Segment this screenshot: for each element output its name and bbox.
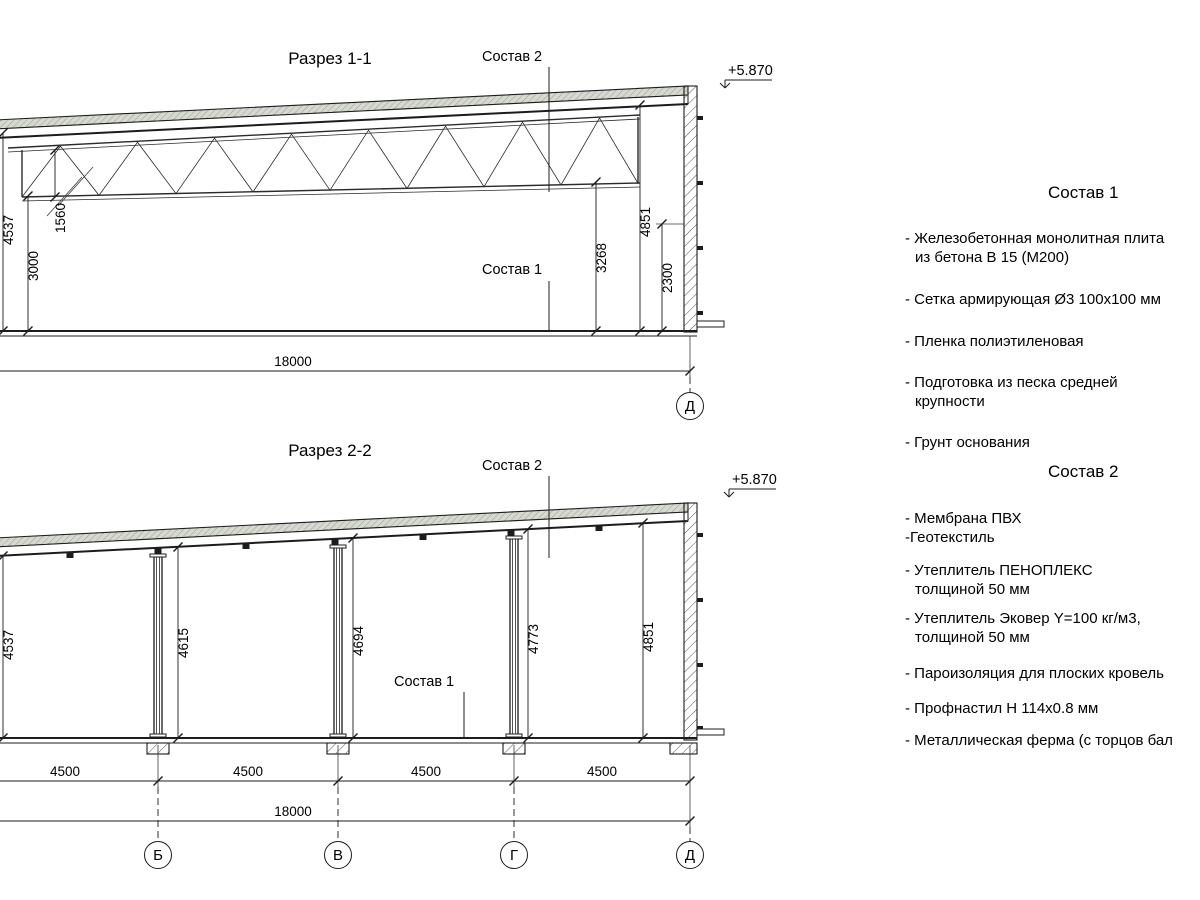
dim-18000-label: 18000: [274, 804, 312, 819]
legend2-item-5: - Пароизоляция для плоских кровель: [905, 665, 1164, 682]
legend2-item-4: - Утеплитель Эковер Y=100 кг/м3, толщино…: [905, 610, 1141, 646]
axis-v-label: В: [333, 847, 343, 864]
dim-4851-label: 4851: [641, 622, 656, 652]
wall-girt: [697, 116, 703, 120]
callout-sostav1-label: Состав 1: [394, 674, 454, 690]
legend2-item-7: - Металлическая ферма (с торцов бал: [905, 732, 1173, 749]
legend-sostav-2: Состав 2 - Мембрана ПВХ -Геотекстиль - У…: [905, 462, 1200, 750]
dim-3268-label: 3268: [594, 243, 609, 273]
dim-4500-label: 4500: [233, 764, 263, 779]
axis-g-label: Г: [510, 847, 518, 864]
wall-girt: [697, 311, 703, 315]
legend1-item-1: - Железобетонная монолитная плита из бет…: [905, 230, 1165, 266]
wall-girt: [697, 246, 703, 250]
wall-girt: [697, 181, 703, 185]
section2-footings: [146, 742, 698, 755]
wall-girt: [697, 598, 703, 602]
section2-purlins: [66, 525, 603, 558]
column-axis-v: [329, 544, 347, 738]
dim-3000-label: 3000: [26, 251, 41, 281]
section2-title: Разрез 2-2: [288, 441, 371, 460]
legend1-item-3: - Пленка полиэтиленовая: [905, 333, 1084, 350]
dim-1560-label: 1560: [53, 203, 68, 233]
callout-sostav2-label: Состав 2: [482, 49, 542, 65]
axis-d-label: Д: [685, 847, 695, 864]
dim-4694-label: 4694: [351, 625, 366, 656]
dim-4537-label: 4537: [1, 630, 16, 660]
wall-base-flashing: [696, 320, 725, 328]
legend2-title: Состав 2: [1048, 462, 1119, 481]
column-axis-g: [505, 535, 523, 738]
section1-roof-slab: [0, 85, 689, 139]
section1-elevation-mark: +5.870: [719, 63, 773, 89]
wall-girt: [697, 533, 703, 537]
column-axis-b: [149, 553, 167, 738]
dim-2300-label: 2300: [660, 263, 675, 293]
section2-callouts: Состав 2 Состав 1: [394, 458, 550, 737]
elevation-label: +5.870: [728, 63, 773, 79]
legend2-item-3: - Утеплитель ПЕНОПЛЕКС толщиной 50 мм: [905, 562, 1093, 598]
section2-axis-markers: Б В Г Д: [144, 787, 704, 869]
section1-truss: [7, 114, 641, 217]
section2-dimensions-horizontal: 4500 4500 4500 4500 18000: [0, 745, 696, 827]
dim-4500-label: 4500: [411, 764, 441, 779]
wall-girt: [697, 726, 703, 730]
axis-b-label: Б: [153, 847, 163, 864]
section2-right-wall: [683, 502, 725, 741]
dim-4773-label: 4773: [526, 624, 541, 654]
section2-dimensions-vertical: 4537 4615 4694 4773 4851: [0, 517, 656, 744]
legend1-item-5: - Грунт основания: [905, 434, 1030, 451]
section1-title: Разрез 1-1: [288, 49, 371, 68]
section1-right-wall: [683, 85, 725, 333]
section2-elevation-mark: +5.870: [723, 472, 777, 498]
dim-4537-label: 4537: [1, 215, 16, 245]
legend2-item-6: - Профнастил Н 114х0.8 мм: [905, 700, 1099, 717]
legend1-title: Состав 1: [1048, 183, 1119, 202]
dim-18000-label: 18000: [274, 354, 312, 369]
section1-floor-slab: [0, 330, 697, 337]
section1-dimensions: 4537 3000 1560 3268 4851 2300 18000: [0, 99, 696, 377]
dim-4615-label: 4615: [176, 628, 191, 658]
dim-4500-label: 4500: [587, 764, 617, 779]
legend1-item-4: - Подготовка из песка средней крупности: [905, 374, 1118, 410]
callout-sostav1-label: Состав 1: [482, 262, 542, 278]
truss-diagonals: [21, 117, 639, 198]
legend1-item-2: - Сетка армирующая Ø3 100х100 мм: [905, 291, 1161, 308]
section1-callouts: Состав 2 Состав 1: [482, 49, 550, 330]
dim-4500-label: 4500: [50, 764, 80, 779]
section-2: Разрез 2-2: [0, 441, 777, 869]
section-1: Разрез 1-1: [0, 49, 773, 420]
axis-d-label: Д: [685, 398, 695, 415]
legend2-item-1: - Мембрана ПВХ: [905, 510, 1022, 527]
section1-axis-marker: Д: [676, 377, 704, 420]
section2-columns: [149, 535, 523, 738]
wall-base-flashing: [696, 728, 725, 736]
callout-sostav2-label: Состав 2: [482, 458, 542, 474]
elevation-label: +5.870: [732, 472, 777, 488]
legend2-item-2: -Геотекстиль: [905, 529, 995, 546]
dim-4851-label: 4851: [638, 207, 653, 237]
wall-girt: [697, 663, 703, 667]
legend-sostav-1: Состав 1 - Железобетонная монолитная пли…: [905, 183, 1200, 452]
